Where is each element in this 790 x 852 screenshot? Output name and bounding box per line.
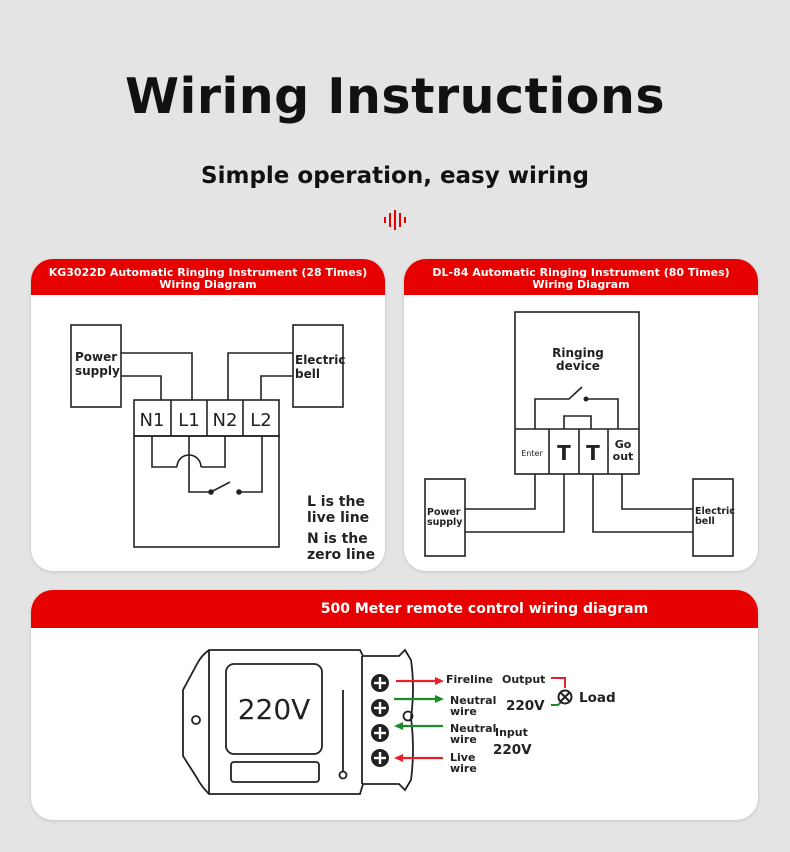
dl84-power-label-2: supply [427, 517, 463, 528]
sound-wave-icon [384, 210, 406, 230]
remote-card-header: 500 Meter remote control wiring diagram [31, 590, 758, 628]
input-label: Input [495, 726, 528, 739]
wire-label-live-1: Live [450, 751, 475, 764]
terminal-out: out [613, 450, 634, 463]
load-label: Load [579, 690, 616, 706]
note-n-line2: zero line [307, 547, 375, 563]
load-lamp-icon [557, 689, 573, 705]
wire-label-neutral-out-2: wire [450, 705, 477, 718]
wire-label-neutral-out-1: Neutral [450, 694, 496, 707]
kg3022d-bell-label-1: Electric [295, 353, 345, 367]
kg3022d-wiring-diagram: Power supply Electric bell N1 L1 N2 L2 L… [70, 324, 375, 563]
input-voltage: 220V [493, 742, 532, 758]
terminal-n2: N2 [213, 410, 238, 431]
kg3022d-bell-label-2: bell [295, 367, 320, 381]
terminal-t1: T [557, 441, 571, 465]
remote-wiring-diagram: 220V Fireline Neutral w [182, 648, 616, 795]
kg3022d-power-label-2: supply [75, 364, 120, 378]
wire-label-fireline: Fireline [446, 673, 493, 686]
terminal-l1: L1 [178, 410, 199, 431]
dl84-diagram-card: DL-84 Automatic Ringing Instrument (80 T… [404, 259, 758, 571]
output-label: Output [502, 673, 545, 686]
dl84-bell-label-2: bell [695, 516, 715, 527]
wire-label-neutral-in-2: wire [450, 733, 477, 746]
voltage-display-box [225, 663, 323, 755]
kg3022d-power-label-1: Power [75, 350, 117, 364]
terminal-enter: Enter [521, 449, 543, 458]
wire-label-neutral-in-1: Neutral [450, 722, 496, 735]
note-l-line2: live line [307, 510, 369, 526]
terminal-t2: T [586, 441, 600, 465]
terminal-n1: N1 [140, 410, 165, 431]
output-voltage: 220V [506, 698, 545, 714]
ringing-device-label-1: Ringing [552, 346, 604, 360]
terminal-go: Go [615, 438, 632, 451]
ringing-device-box [514, 311, 640, 475]
dl84-power-supply-box [424, 478, 466, 557]
dl84-title-line2: Wiring Diagram [532, 278, 630, 291]
dl84-electric-bell-box [692, 478, 734, 557]
kg3022d-card-header: KG3022D Automatic Ringing Instrument (28… [31, 259, 385, 295]
device-voltage-label: 220V [238, 693, 311, 726]
dl84-title-line1: DL-84 Automatic Ringing Instrument (80 T… [432, 266, 730, 279]
note-l-line1: L is the [307, 494, 365, 510]
dl84-power-label-1: Power [427, 507, 461, 518]
terminal-screws [371, 674, 389, 767]
terminal-l2: L2 [250, 410, 271, 431]
remote-control-diagram-card: 500 Meter remote control wiring diagram … [31, 590, 758, 820]
dl84-card-header: DL-84 Automatic Ringing Instrument (80 T… [404, 259, 758, 295]
remote-card-title: 500 Meter remote control wiring diagram [320, 601, 649, 617]
page-subtitle: Simple operation, easy wiring [201, 163, 589, 189]
kg3022d-diagram-card: KG3022D Automatic Ringing Instrument (28… [31, 259, 385, 571]
note-n-line1: N is the [307, 531, 368, 547]
dl84-bell-label-1: Electric [695, 506, 735, 517]
wire-label-live-2: wire [450, 762, 477, 775]
kg3022d-title-line1: KG3022D Automatic Ringing Instrument (28… [48, 266, 368, 279]
page-title: Wiring Instructions [124, 68, 666, 125]
electric-bell-box [292, 324, 344, 408]
kg3022d-title-line2: Wiring Diagram [159, 278, 257, 291]
power-supply-box [70, 324, 122, 408]
ringing-device-label-2: device [556, 359, 600, 373]
dl84-wiring-diagram: Ringing device Enter T T Go out Power su… [424, 311, 735, 557]
